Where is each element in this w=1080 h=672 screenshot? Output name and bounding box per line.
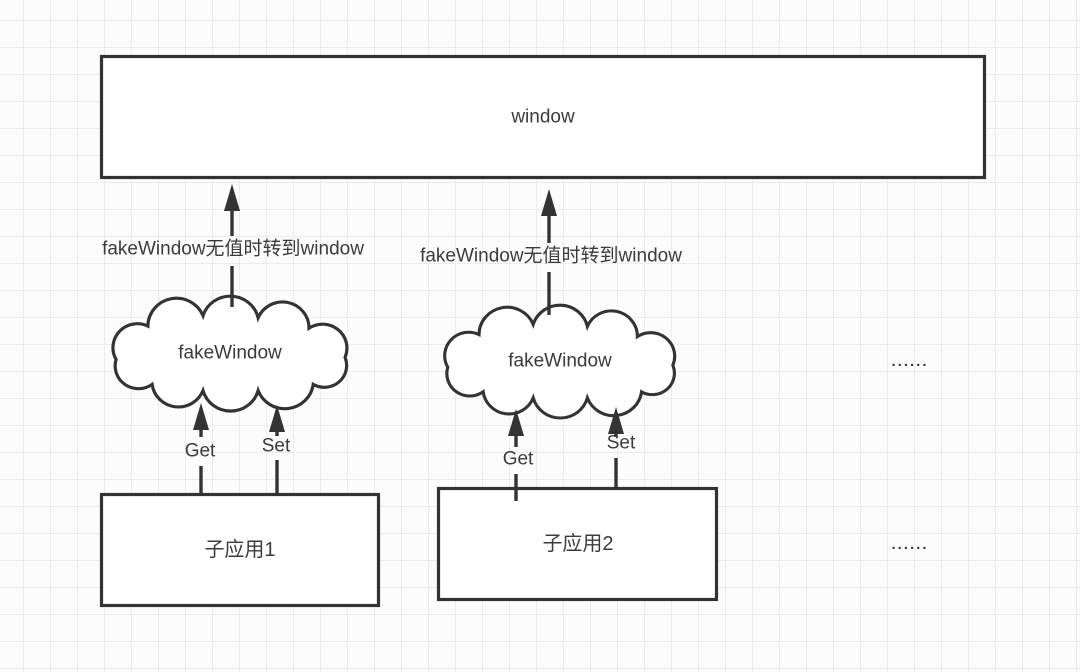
arrow-up-icon [608, 407, 624, 434]
connector-app1-set [269, 405, 285, 494]
app-1-box-shape [99, 492, 381, 608]
arrow-up-icon [193, 403, 209, 430]
fallback-note-2: fakeWindow无值时转到window [420, 245, 682, 267]
connector-app1-get [193, 403, 209, 494]
app-2-set-label: Set [606, 432, 636, 454]
app-1-set-label: Set [261, 435, 291, 457]
connector-app2-get [508, 409, 524, 501]
arrow-up-icon [224, 184, 240, 211]
arrow-up-icon [541, 189, 557, 216]
app-1-label: 子应用1 [204, 539, 276, 561]
app-2-label: 子应用2 [542, 533, 614, 555]
cloud-2-shape [443, 303, 677, 420]
app-1-get-label: Get [184, 440, 216, 462]
cloud-2-label: fakeWindow [508, 350, 612, 372]
connector-fakewindow1-to-window [224, 184, 240, 307]
fallback-note-1: fakeWindow无值时转到window [102, 238, 364, 260]
cloud-1-label: fakeWindow [178, 342, 282, 364]
apps-row-ellipsis: ...... [891, 536, 929, 553]
connector-app2-set [608, 407, 624, 488]
arrow-up-icon [269, 405, 285, 432]
app-2-box-shape [436, 486, 719, 602]
window-label: window [511, 106, 575, 128]
clouds-row-ellipsis: ...... [891, 353, 929, 370]
arrow-up-icon [508, 409, 524, 436]
window-box-shape [99, 54, 987, 180]
connector-fakewindow2-to-window [541, 189, 557, 315]
cloud-1-shape [111, 294, 349, 413]
app-2-get-label: Get [502, 448, 534, 470]
